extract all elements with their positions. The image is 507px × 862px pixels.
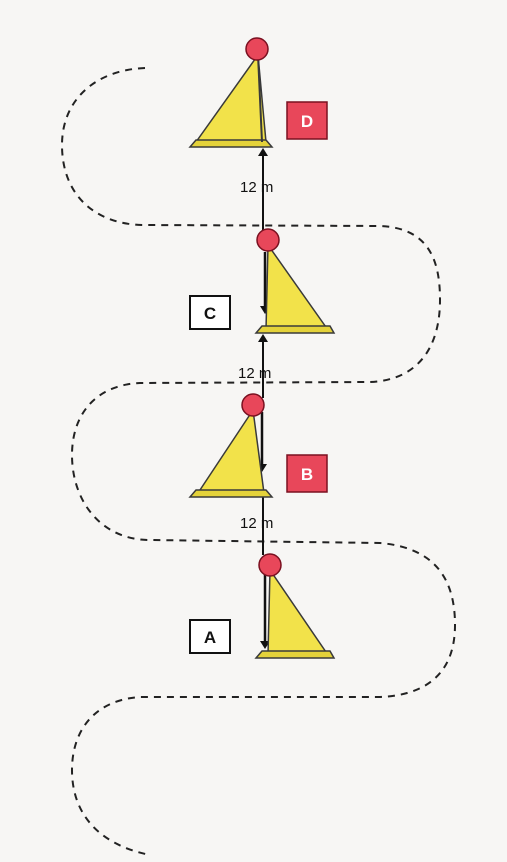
flag-c bbox=[254, 228, 336, 334]
flag-b-ball bbox=[241, 393, 265, 417]
station-label-b-text: B bbox=[301, 465, 313, 484]
distance-label-top: 12 m bbox=[240, 179, 273, 196]
flag-b bbox=[188, 393, 274, 498]
station-label-d: D bbox=[286, 101, 328, 140]
flag-a bbox=[254, 553, 336, 659]
flag-d bbox=[188, 37, 274, 148]
distance-label-middle: 12 m bbox=[238, 365, 271, 382]
distance-label-bottom: 12 m bbox=[240, 515, 273, 532]
station-label-a-text: A bbox=[204, 628, 216, 647]
station-label-c: C bbox=[189, 295, 231, 330]
station-label-d-text: D bbox=[301, 112, 313, 131]
flag-c-ball bbox=[256, 228, 280, 252]
station-label-b: B bbox=[286, 454, 328, 493]
station-label-c-text: C bbox=[204, 304, 216, 323]
flag-a-ball bbox=[258, 553, 282, 577]
flag-d-ball bbox=[245, 37, 269, 61]
station-label-a: A bbox=[189, 619, 231, 654]
